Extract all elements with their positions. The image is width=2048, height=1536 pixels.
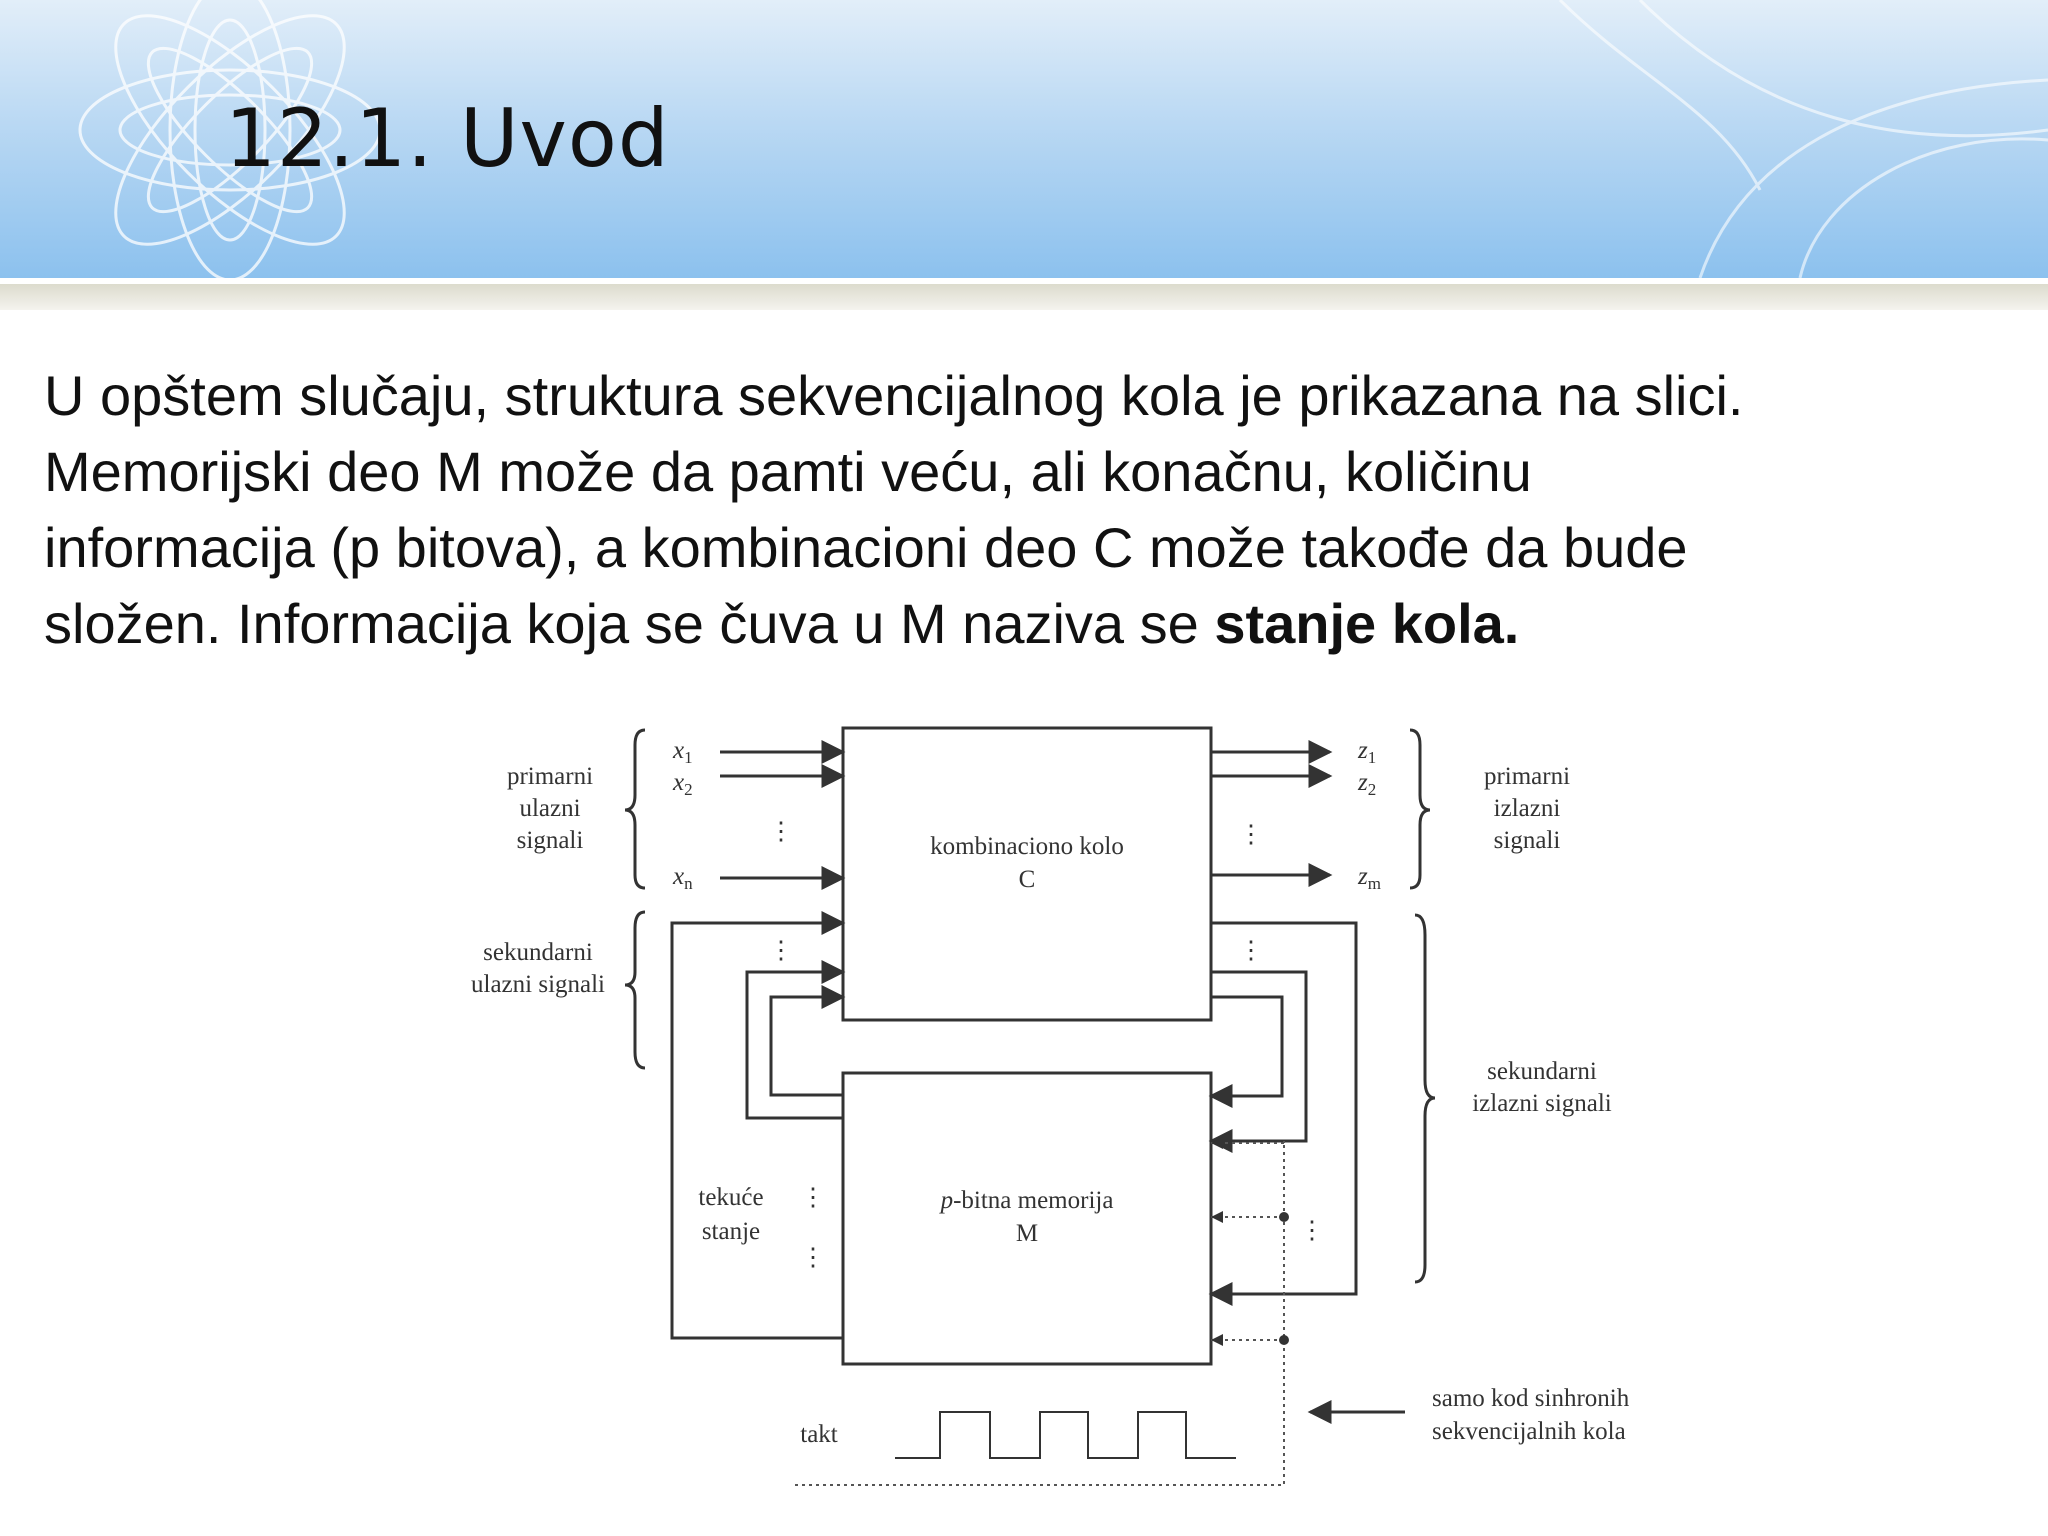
primary-outputs-label: primarni izlazni signali — [1484, 763, 1570, 854]
brace-secondary-inputs — [624, 910, 646, 1070]
combinational-block-symbol: C — [1019, 866, 1036, 893]
body-paragraph: U opštem slučaju, struktura sekvencijaln… — [44, 358, 2034, 662]
current-state-feedback-lines — [670, 911, 846, 1340]
svg-text:samo kod sinhronih: samo kod sinhronih — [1432, 1385, 1630, 1412]
svg-text:stanje: stanje — [702, 1218, 760, 1245]
combinational-block — [841, 726, 1213, 1022]
svg-text:x2: x2 — [672, 769, 693, 799]
brace-secondary-outputs — [1414, 913, 1436, 1284]
primary-output-arrows — [1211, 740, 1333, 887]
svg-text:⋮: ⋮ — [1300, 1217, 1325, 1244]
secondary-outputs-label: sekundarni izlazni signali — [1472, 1058, 1612, 1117]
svg-text:⋮: ⋮ — [769, 818, 794, 845]
svg-text:z2: z2 — [1357, 769, 1376, 799]
svg-text:xn: xn — [672, 863, 693, 893]
input-variable-labels: x1 x2 xn — [672, 737, 693, 893]
secondary-inputs-label: sekundarni ulazni signali — [471, 939, 605, 998]
clock-distribution-dotted-lines — [795, 1141, 1285, 1486]
slide-title: 12.1. Uvod — [225, 92, 670, 185]
svg-text:⋮: ⋮ — [801, 1184, 826, 1211]
svg-text:izlazni signali: izlazni signali — [1472, 1090, 1612, 1117]
memory-block — [841, 1071, 1213, 1366]
svg-text:ulazni signali: ulazni signali — [471, 971, 605, 998]
primary-inputs-label: primarni ulazni signali — [507, 763, 593, 854]
combinational-block-label: kombinaciono kolo — [930, 833, 1124, 860]
brace-primary-outputs — [1409, 728, 1431, 890]
svg-text:sekundarni: sekundarni — [1487, 1058, 1597, 1085]
ellipsis-marks: ⋮ ⋮ ⋮ ⋮ ⋮ ⋮ ⋮ — [769, 818, 1325, 1271]
paragraph-line: informacija (p bitova), a kombinacioni d… — [44, 516, 1688, 579]
svg-text:⋮: ⋮ — [1239, 821, 1264, 848]
svg-text:primarni: primarni — [507, 763, 593, 790]
clock-label: takt — [800, 1421, 838, 1448]
arc-decoration — [1558, 0, 2048, 279]
paragraph-line: Memorijski deo M može da pamti veću, ali… — [44, 440, 1532, 503]
svg-text:sekvencijalnih kola: sekvencijalnih kola — [1432, 1418, 1626, 1445]
svg-text:primarni: primarni — [1484, 763, 1570, 790]
sync-note-label: samo kod sinhronih sekvencijalnih kola — [1432, 1385, 1630, 1445]
svg-text:ulazni: ulazni — [519, 795, 580, 822]
paragraph-line: složen. Informacija koja se čuva u M naz… — [44, 586, 2034, 662]
paragraph-line: U opštem slučaju, struktura sekvencijaln… — [44, 364, 1744, 427]
output-variable-labels: z1 z2 zm — [1357, 737, 1381, 893]
svg-text:⋮: ⋮ — [1239, 937, 1264, 964]
header-band — [0, 0, 2048, 310]
svg-text:x1: x1 — [672, 737, 693, 767]
svg-text:sekundarni: sekundarni — [483, 939, 593, 966]
svg-text:izlazni: izlazni — [1494, 795, 1561, 822]
clock-waveform — [895, 1411, 1236, 1459]
svg-text:zm: zm — [1357, 863, 1381, 893]
svg-text:signali: signali — [1494, 827, 1561, 854]
bold-term-state: stanje kola. — [1214, 592, 1520, 655]
memory-block-symbol: M — [1016, 1220, 1038, 1247]
svg-text:signali: signali — [517, 827, 584, 854]
clock-arrowheads — [1211, 1137, 1289, 1346]
paragraph-text: složen. Informacija koja se čuva u M naz… — [44, 592, 1215, 655]
svg-text:⋮: ⋮ — [801, 1244, 826, 1271]
primary-input-arrows — [720, 740, 846, 890]
current-state-label: tekuće stanje — [698, 1184, 763, 1245]
memory-block-label: p-bitna memorija — [939, 1187, 1114, 1214]
flower-logo-decoration — [78, 0, 382, 282]
brace-primary-inputs — [624, 728, 646, 890]
svg-text:tekuće: tekuće — [698, 1184, 763, 1211]
svg-text:⋮: ⋮ — [769, 937, 794, 964]
svg-text:z1: z1 — [1357, 737, 1376, 767]
